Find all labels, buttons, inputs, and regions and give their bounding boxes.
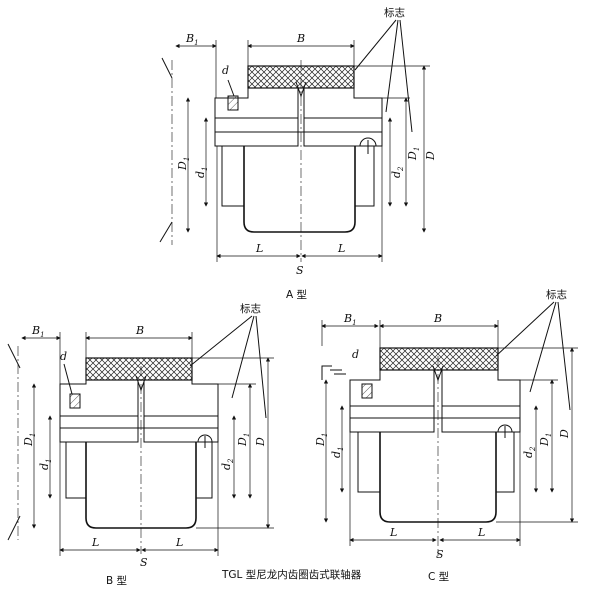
type-b-caption: B 型 bbox=[106, 574, 127, 587]
type-a-d2-label: d2 bbox=[390, 166, 405, 178]
type-a-d1-label: d1 bbox=[194, 166, 209, 178]
type-c-d2-label: d2 bbox=[522, 446, 537, 458]
type-a-labels: B1 B 标志 d D1 d1 d2 D1 D L L S A 型 bbox=[176, 6, 437, 301]
type-c-b1-label: B1 bbox=[343, 312, 357, 327]
type-a-D1-left-label: D1 bbox=[176, 157, 191, 171]
type-c-figure bbox=[321, 301, 578, 556]
type-b-hub-lower-right bbox=[143, 415, 219, 443]
type-b-d2-label: d2 bbox=[220, 458, 235, 470]
type-c-hub-lower-left bbox=[349, 405, 435, 433]
type-b-b1-label: B1 bbox=[31, 324, 45, 339]
figure-main-caption: TGL 型尼龙内齿圈齿式联轴器 bbox=[221, 568, 362, 581]
type-b-D1-left-label: D1 bbox=[22, 433, 37, 447]
type-c-d-label: d bbox=[352, 348, 359, 361]
type-a-b-label: B bbox=[296, 32, 305, 45]
type-a-L-right-label: L bbox=[337, 242, 345, 255]
type-c-mark-label: 标志 bbox=[546, 288, 567, 301]
type-b-labels: B1 B 标志 d D1 d1 d2 D1 D L L S B 型 bbox=[22, 302, 267, 587]
type-c-D1-right-label: D1 bbox=[538, 433, 553, 447]
type-c-S-label: S bbox=[436, 548, 444, 561]
type-b-right-hub bbox=[143, 379, 219, 417]
type-a-figure bbox=[159, 19, 430, 262]
type-c-b-label: B bbox=[433, 312, 442, 325]
type-c-d1-label: d1 bbox=[330, 446, 345, 458]
type-a-D-label: D bbox=[424, 151, 437, 161]
type-c-hub-lower-right bbox=[441, 405, 521, 433]
type-b-sleeve bbox=[85, 357, 193, 381]
type-a-caption: A 型 bbox=[286, 288, 307, 301]
type-a-L-left-label: L bbox=[255, 242, 263, 255]
type-a-d-label: d bbox=[222, 64, 229, 77]
type-c-caption: C 型 bbox=[428, 570, 449, 583]
type-b-L-right-label: L bbox=[175, 536, 183, 549]
type-a-S-label: S bbox=[296, 264, 304, 277]
type-a-body bbox=[243, 146, 356, 233]
type-a-set-screw bbox=[227, 95, 239, 111]
type-b-set-screw bbox=[69, 393, 81, 409]
type-b-L-left-label: L bbox=[91, 536, 99, 549]
type-b-D1-right-label: D1 bbox=[236, 433, 251, 447]
type-a-mark-label: 标志 bbox=[384, 6, 405, 19]
type-c-labels: B1 B 标志 d D1 d1 d2 D1 D L L S C 型 bbox=[314, 288, 571, 583]
type-a-right-hub bbox=[303, 87, 383, 119]
type-c-L-right-label: L bbox=[477, 526, 485, 539]
type-c-D1-left-label: D1 bbox=[314, 433, 329, 447]
type-b-hub-lower-left bbox=[59, 415, 139, 443]
type-c-L-left-label: L bbox=[389, 526, 397, 539]
type-c-sleeve bbox=[379, 347, 499, 371]
type-c-set-screw bbox=[361, 383, 373, 399]
type-c-D-label: D bbox=[558, 429, 571, 439]
type-b-d-label: d bbox=[60, 350, 67, 363]
type-a-left-hub bbox=[214, 87, 299, 119]
type-b-D-label: D bbox=[254, 437, 267, 447]
type-a-D1-right-label: D1 bbox=[406, 147, 421, 161]
type-b-b-label: B bbox=[135, 324, 144, 337]
type-b-mark-label: 标志 bbox=[240, 302, 261, 315]
type-c-right-hub bbox=[441, 369, 521, 407]
type-b-S-label: S bbox=[140, 556, 148, 569]
type-b-figure bbox=[7, 315, 274, 556]
type-a-b1-label: B1 bbox=[185, 32, 199, 47]
type-b-d1-label: d1 bbox=[38, 458, 53, 470]
